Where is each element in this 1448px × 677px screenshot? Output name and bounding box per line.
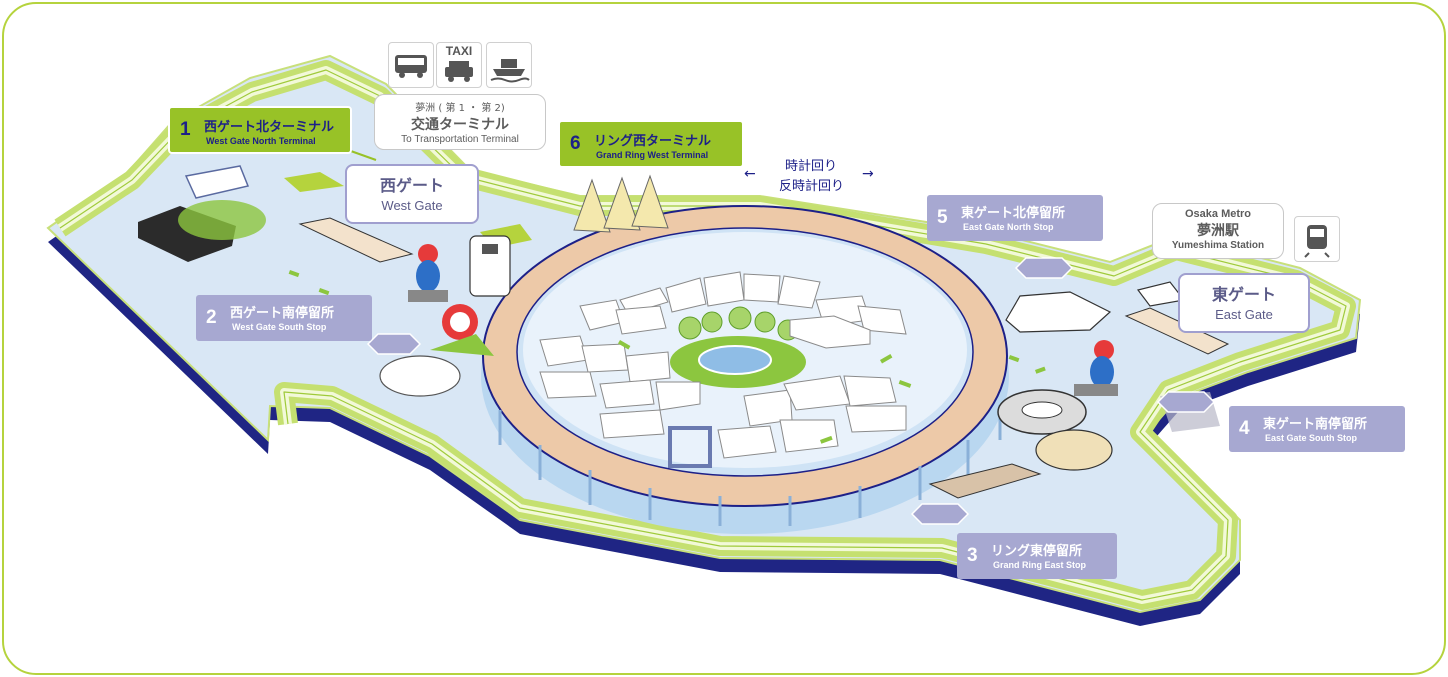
marker-stop-3 xyxy=(910,503,970,525)
stop-2-jp: 西ゲート南停留所 xyxy=(230,306,335,321)
east-hall-roof xyxy=(928,463,1042,499)
terminal-1-pointer xyxy=(347,149,377,161)
transport-terminal-line3: To Transportation Terminal xyxy=(401,134,519,145)
gundam-statue xyxy=(469,235,511,297)
taxi-icon: TAXI xyxy=(436,42,482,88)
east-gate-jp: 東ゲート xyxy=(1211,285,1276,304)
west-green-triangle xyxy=(430,334,494,356)
west-green-plaza xyxy=(178,200,266,240)
east-canopy xyxy=(1124,307,1230,355)
stop-markers xyxy=(366,257,1216,525)
stop-3-number: 3 xyxy=(967,545,978,566)
myaku-myaku-east xyxy=(1074,340,1118,396)
mascot-red-west xyxy=(442,304,478,340)
stop-5-en: East Gate North Stop xyxy=(963,222,1054,232)
stop-4-en: East Gate South Stop xyxy=(1265,433,1358,443)
pond xyxy=(698,345,772,375)
stop-5-jp: 東ゲート北停留所 xyxy=(961,206,1066,221)
stop-2-number: 2 xyxy=(206,307,217,328)
stop-5-east-gate-north[interactable]: 5 東ゲート北停留所 East Gate North Stop xyxy=(927,195,1103,241)
counterclockwise-label: 反時計回り xyxy=(779,179,845,194)
marker-stop-4 xyxy=(1156,391,1216,413)
station-line2: 夢洲駅 xyxy=(1197,223,1239,239)
clockwise-arrow: ← xyxy=(744,166,756,182)
marker-stop-5 xyxy=(1014,257,1074,279)
trees xyxy=(678,306,799,341)
stop-1-west-gate-north-terminal[interactable]: 1 西ゲート北ターミナル West Gate North Terminal xyxy=(168,106,352,154)
ferry-icon xyxy=(486,42,532,88)
myaku-myaku-west xyxy=(408,244,448,302)
station-line3: Yumeshima Station xyxy=(1171,240,1265,251)
counterclockwise-arrow: → xyxy=(862,166,874,182)
west-taxi-lane xyxy=(284,172,344,192)
west-gate-label[interactable]: 西ゲート West Gate xyxy=(345,164,479,224)
transport-terminal-line1: 夢洲 ( 第 1 ・ 第 2) xyxy=(415,103,505,114)
west-canopy xyxy=(298,217,414,263)
grand-ring-west-structure xyxy=(573,178,611,233)
stop-3-en: Grand Ring East Stop xyxy=(993,560,1087,570)
stop-4-east-gate-south[interactable]: 4 東ゲート南停留所 East Gate South Stop xyxy=(1229,406,1405,452)
bus-icon xyxy=(388,42,434,88)
stop-2-west-gate-south[interactable]: 2 西ゲート南停留所 West Gate South Stop xyxy=(196,295,372,341)
east-gate-label[interactable]: 東ゲート East Gate xyxy=(1178,273,1310,333)
stop-1-jp: 西ゲート北ターミナル xyxy=(204,120,335,135)
transport-terminal-line2: 交通ターミナル xyxy=(411,117,509,133)
stop-1-en: West Gate North Terminal xyxy=(206,136,316,146)
west-gate-en: West Gate xyxy=(381,198,443,213)
east-dome-frame xyxy=(1005,291,1112,333)
marker-stop-2 xyxy=(366,333,422,355)
clockwise-label: 時計回り xyxy=(785,159,838,174)
stop-4-jp: 東ゲート南停留所 xyxy=(1263,417,1368,432)
east-gate-en: East Gate xyxy=(1215,307,1273,322)
west-pavilion-shell xyxy=(379,355,461,397)
stop-3-jp: リング東停留所 xyxy=(991,544,1083,559)
stop-6-en: Grand Ring West Terminal xyxy=(596,150,709,160)
west-terminal-building xyxy=(184,165,250,199)
green-accents xyxy=(288,270,1046,444)
stop-2-en: West Gate South Stop xyxy=(232,322,327,332)
stop-6-jp: リング西ターミナル xyxy=(594,134,712,149)
stop-5-number: 5 xyxy=(937,207,948,228)
pavilions xyxy=(539,271,907,459)
west-gate-jp: 西ゲート xyxy=(379,176,444,195)
yumeshima-station-label: Osaka Metro 夢洲駅 Yumeshima Station xyxy=(1152,203,1284,259)
gate-frame xyxy=(668,426,712,468)
station-line1: Osaka Metro xyxy=(1184,208,1252,220)
stop-1-number: 1 xyxy=(180,119,191,140)
stop-4-number: 4 xyxy=(1239,418,1250,439)
stop-6-number: 6 xyxy=(570,133,581,154)
stop-6-grand-ring-west-terminal[interactable]: 6 リング西ターミナル Grand Ring West Terminal xyxy=(558,120,744,168)
stop-3-grand-ring-east[interactable]: 3 リング東停留所 Grand Ring East Stop xyxy=(957,533,1117,579)
transportation-terminal-label: 夢洲 ( 第 1 ・ 第 2) 交通ターミナル To Transportatio… xyxy=(374,94,546,150)
train-icon xyxy=(1294,216,1340,262)
east-stadium-dome xyxy=(1035,429,1113,471)
taxi-label: TAXI xyxy=(445,44,473,58)
